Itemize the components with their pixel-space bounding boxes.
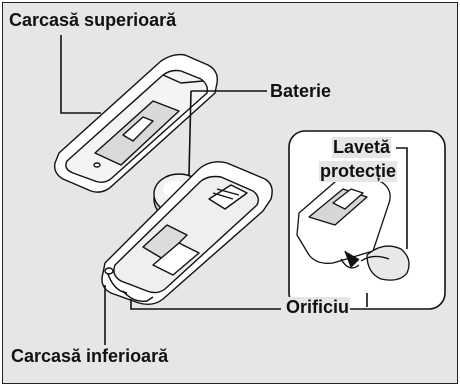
protective-cloth-label-line1: Lavetă <box>332 137 392 158</box>
upper-case-label: Carcasă superioară <box>8 10 178 31</box>
diagram-artwork <box>53 35 446 345</box>
lower-case-label: Carcasă inferioară <box>10 346 170 367</box>
leader-upper-case <box>60 35 101 114</box>
lower-case-illustration <box>101 161 273 306</box>
slot-label: Orificiu <box>285 297 351 318</box>
battery-label: Baterie <box>269 81 333 102</box>
leader-slot <box>130 299 281 310</box>
inset-panel <box>288 130 446 310</box>
upper-case-illustration <box>53 53 218 193</box>
leader-battery-down <box>188 90 192 176</box>
protective-cloth-label-line2: protecție <box>319 161 398 182</box>
leader-cloth <box>396 147 408 249</box>
